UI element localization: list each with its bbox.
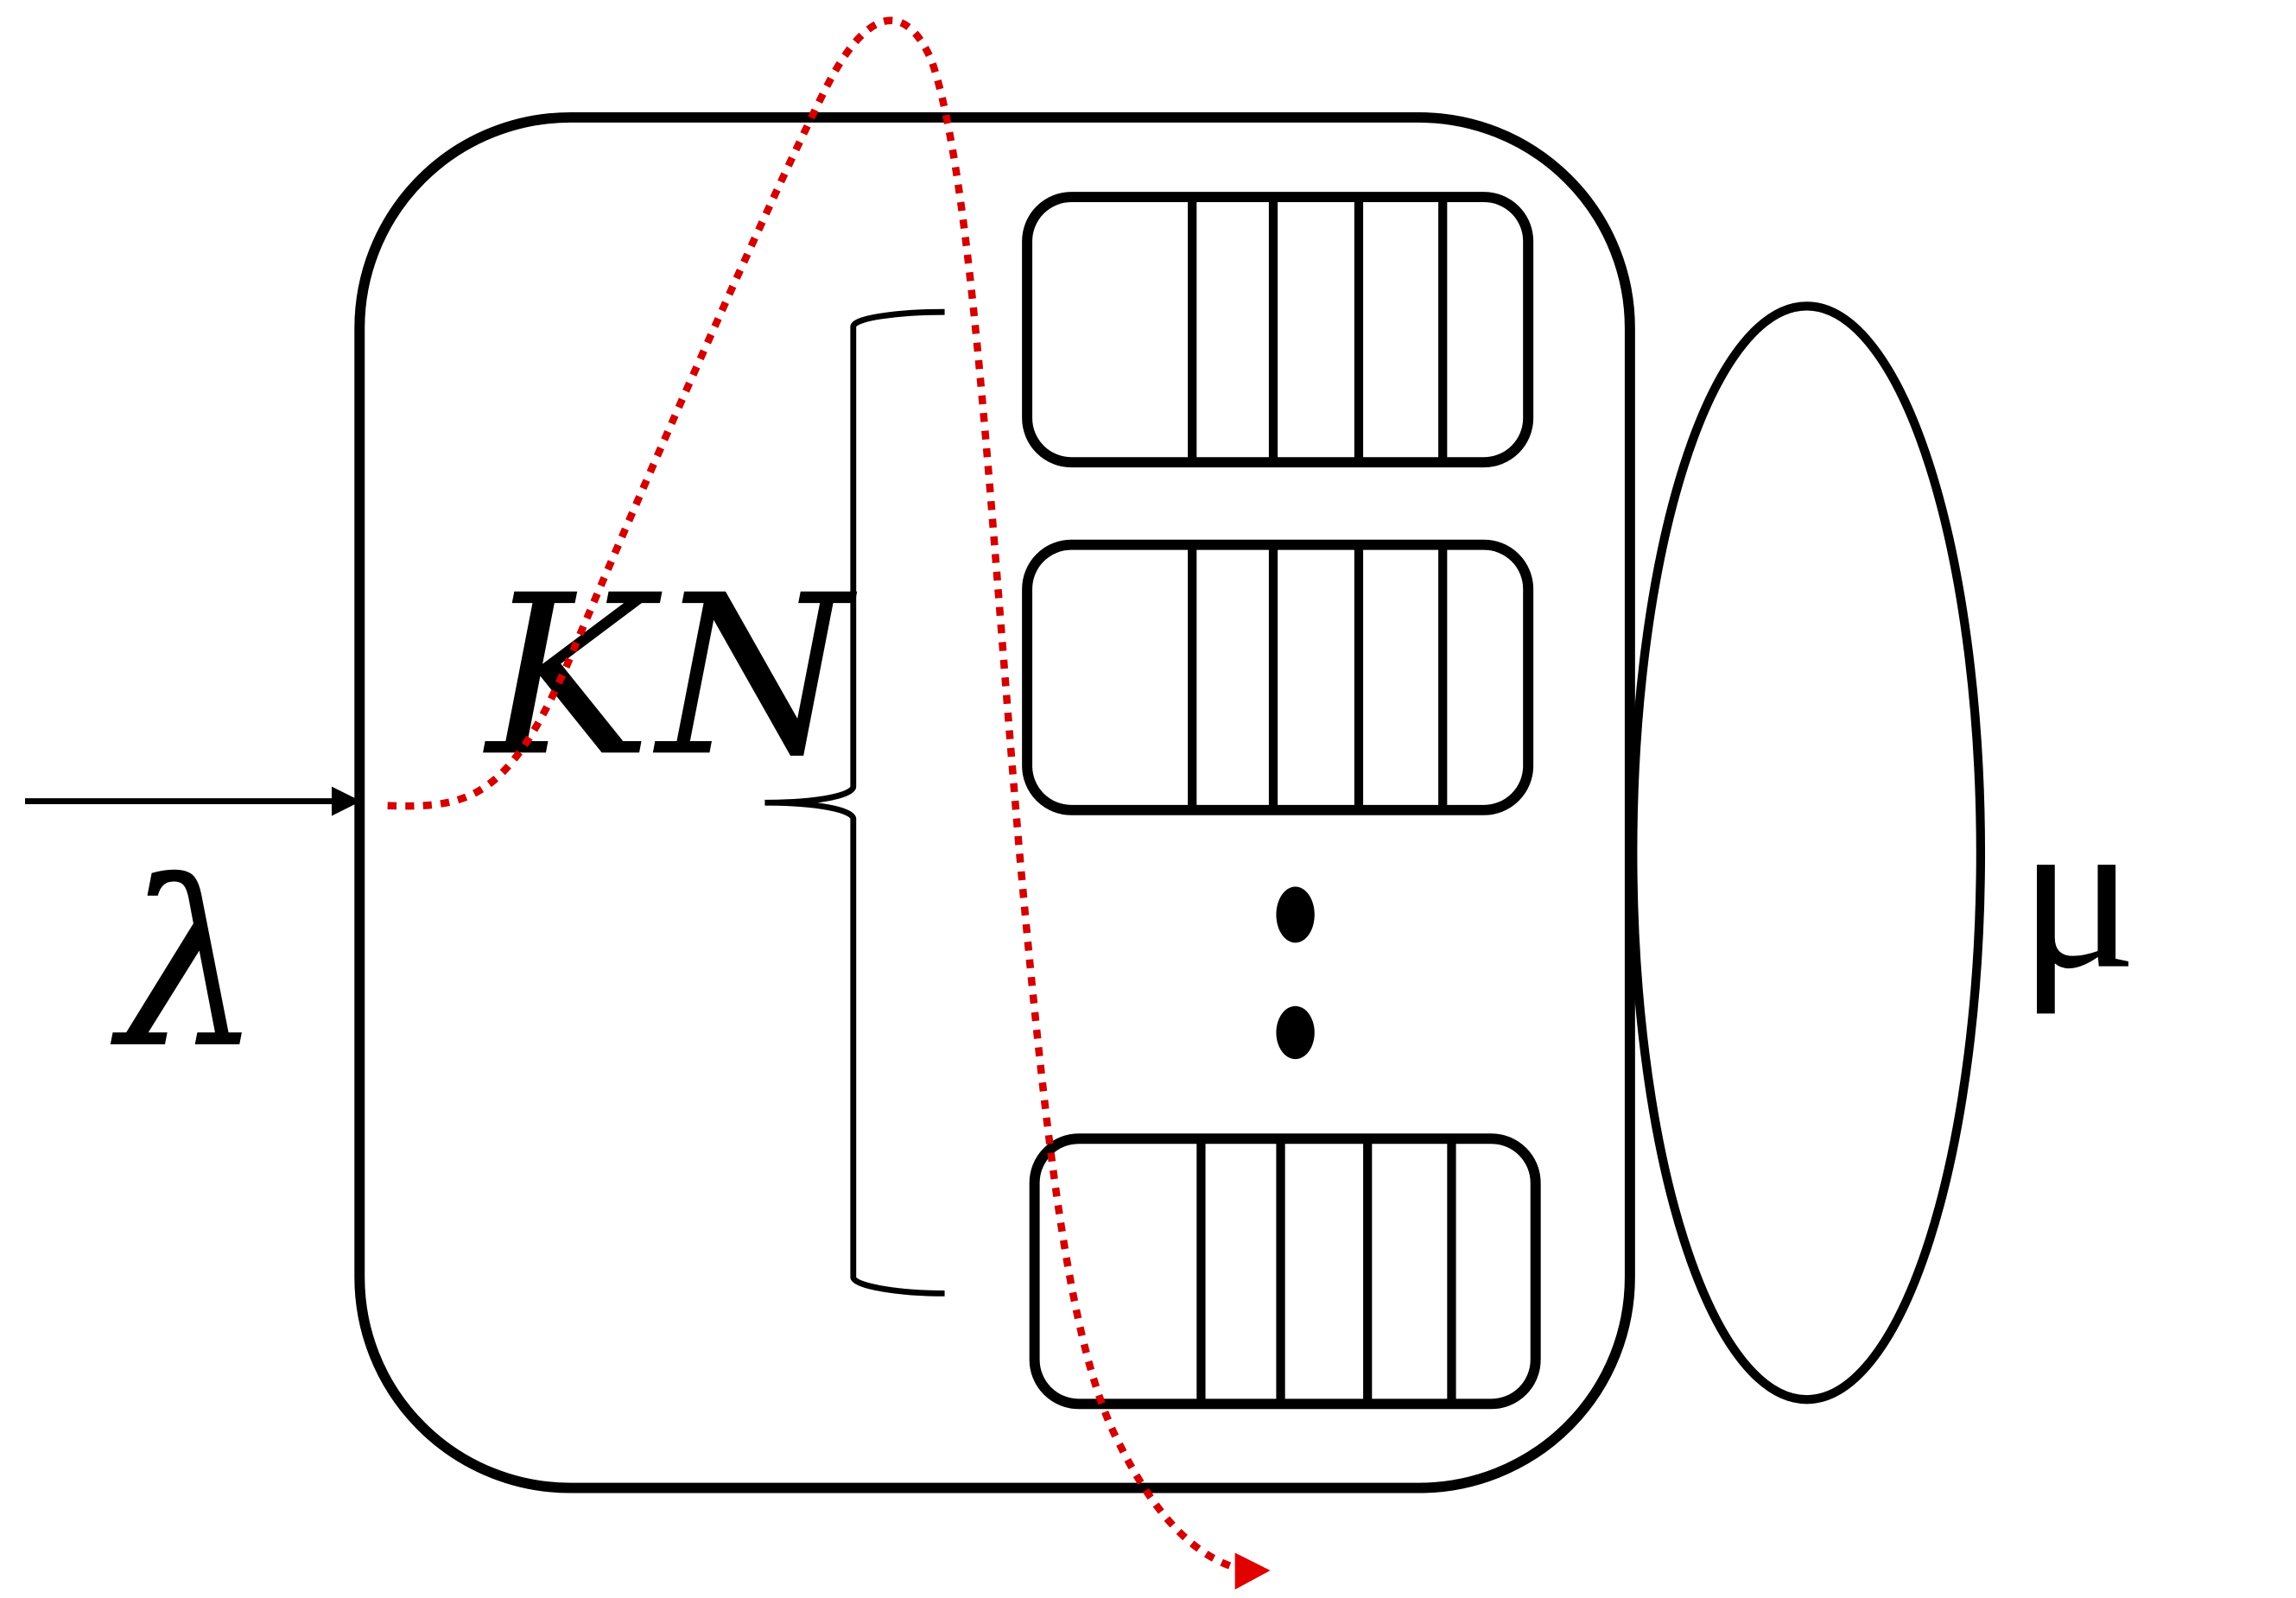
customer-path — [387, 16, 1236, 1571]
service-rate-label: μ — [2019, 770, 2137, 1015]
capacity-brace — [764, 308, 945, 1297]
capacity-label: KN — [483, 548, 858, 805]
queue-buffer-2 — [1022, 539, 1534, 815]
queue-buffer-1 — [1022, 192, 1534, 468]
customer-path-arrowhead — [1234, 1552, 1271, 1590]
queue-buffer-3 — [1029, 1133, 1541, 1410]
server-ellipse — [1628, 301, 1986, 1405]
arrival-rate-label: λ — [107, 834, 263, 1099]
ellipsis-dot-2 — [1276, 1005, 1315, 1060]
ellipsis-dot-1 — [1276, 886, 1315, 943]
